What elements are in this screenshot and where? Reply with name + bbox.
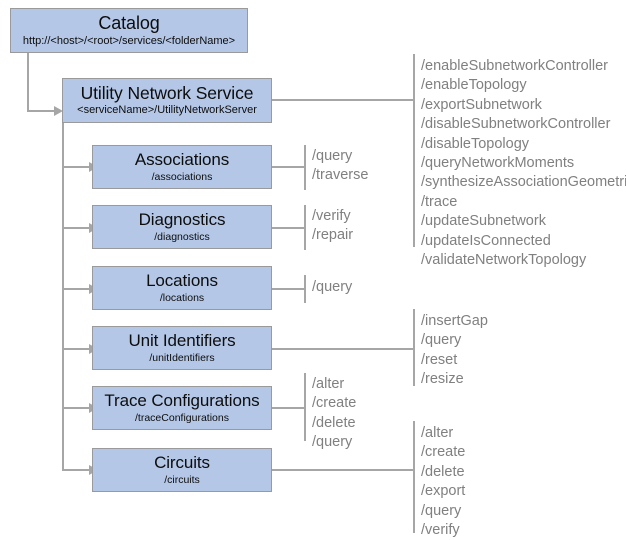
bracket-locations-ops (304, 275, 306, 303)
op-item: /disableSubnetworkController (421, 116, 611, 133)
op-item: /trace (421, 193, 458, 210)
bracket-associations-ops (304, 145, 306, 190)
node-catalog[interactable]: Catalog http://<host>/<root>/services/<f… (10, 8, 248, 53)
connector-unit-identifiers-to-ops (272, 348, 414, 350)
op-item: /exportSubnetwork (421, 96, 542, 113)
connector-service-to-ops (272, 99, 414, 101)
op-item: /insertGap (421, 313, 488, 329)
node-unit-identifiers[interactable]: Unit Identifiers /unitIdentifiers (92, 326, 272, 370)
op-item: /updateSubnetwork (421, 213, 546, 230)
ops-circuits: /alter /create /delete /export /query /v… (421, 424, 465, 540)
ops-trace-configurations: /alter /create /delete /query (312, 375, 356, 453)
node-locations-subtitle: /locations (159, 291, 205, 304)
node-catalog-title: Catalog (98, 12, 160, 33)
connector-trace-configurations-to-ops (272, 407, 305, 409)
op-item: /alter (421, 425, 454, 441)
node-diagnostics-title: Diagnostics (138, 209, 226, 229)
op-item: /reset (421, 351, 458, 368)
op-item: /create (312, 395, 357, 412)
connector-trunk-to-trace-configurations (62, 407, 91, 409)
op-item: /query (421, 502, 462, 519)
op-item: /resize (421, 371, 464, 388)
op-item: /traverse (312, 167, 369, 184)
op-item: /query (312, 148, 353, 164)
bracket-trace-configurations-ops (304, 373, 306, 441)
op-item: /alter (312, 376, 345, 392)
node-associations[interactable]: Associations /associations (92, 145, 272, 189)
connector-circuits-to-ops (272, 469, 414, 471)
op-item: /validateNetworkTopology (421, 252, 587, 269)
node-circuits[interactable]: Circuits /circuits (92, 448, 272, 492)
node-catalog-subtitle: http://<host>/<root>/services/<folderNam… (22, 34, 236, 47)
ops-diagnostics: /verify /repair (312, 207, 353, 246)
node-circuits-title: Circuits (154, 452, 210, 472)
op-item: /export (421, 483, 466, 500)
bracket-circuits-ops (413, 421, 415, 533)
ops-associations: /query /traverse (312, 147, 368, 186)
node-locations[interactable]: Locations /locations (92, 266, 272, 310)
node-diagnostics-subtitle: /diagnostics (154, 230, 210, 243)
op-item: /synthesizeAssociationGeometries (421, 174, 626, 191)
ops-unit-identifiers: /insertGap /query /reset /resize (421, 312, 488, 390)
ops-service: /enableSubnetworkController /enableTopol… (421, 57, 626, 270)
op-item: /verify (312, 208, 351, 224)
connector-associations-to-ops (272, 166, 305, 168)
node-associations-subtitle: /associations (151, 170, 213, 183)
op-item: /query (312, 279, 353, 295)
connector-trunk-to-unit-identifiers (62, 348, 91, 350)
bracket-unit-identifiers-ops (413, 309, 415, 386)
connector-diagnostics-to-ops (272, 227, 305, 229)
bracket-service-ops (413, 54, 415, 247)
op-item: /disableTopology (421, 135, 530, 152)
connector-locations-to-ops (272, 288, 305, 290)
node-trace-configurations-subtitle: /traceConfigurations (135, 411, 229, 424)
node-service-subtitle: <serviceName>/UtilityNetworkServer (77, 104, 257, 117)
connector-trunk-to-locations (62, 288, 91, 290)
op-item: /query (421, 332, 462, 349)
op-item: /enableSubnetworkController (421, 58, 608, 74)
connector-trunk-to-diagnostics (62, 227, 91, 229)
node-trace-configurations-title: Trace Configurations (104, 390, 260, 410)
node-unit-identifiers-subtitle: /unitIdentifiers (149, 351, 215, 364)
node-service-title: Utility Network Service (80, 82, 254, 103)
node-locations-title: Locations (146, 270, 218, 290)
op-item: /updateIsConnected (421, 232, 551, 249)
op-item: /delete (421, 463, 465, 480)
node-utility-network-service[interactable]: Utility Network Service <serviceName>/Ut… (62, 78, 272, 123)
bracket-diagnostics-ops (304, 205, 306, 250)
connector-service-trunk (62, 123, 64, 471)
ops-locations: /query (312, 278, 352, 297)
op-item: /delete (312, 414, 356, 431)
op-item: /query (312, 434, 353, 451)
op-item: /queryNetworkMoments (421, 155, 575, 172)
op-item: /enableTopology (421, 77, 527, 94)
connector-trunk-to-circuits (62, 469, 91, 471)
arrow-catalog-to-service (54, 106, 63, 116)
connector-trunk-to-associations (62, 166, 91, 168)
node-diagnostics[interactable]: Diagnostics /diagnostics (92, 205, 272, 249)
connector-catalog-down (27, 53, 29, 112)
node-circuits-subtitle: /circuits (164, 473, 200, 486)
connector-catalog-right (27, 110, 56, 112)
node-associations-title: Associations (134, 149, 230, 169)
op-item: /repair (312, 227, 354, 244)
node-unit-identifiers-title: Unit Identifiers (128, 330, 236, 350)
op-item: /verify (421, 522, 460, 539)
node-trace-configurations[interactable]: Trace Configurations /traceConfiguration… (92, 386, 272, 430)
op-item: /create (421, 444, 466, 461)
